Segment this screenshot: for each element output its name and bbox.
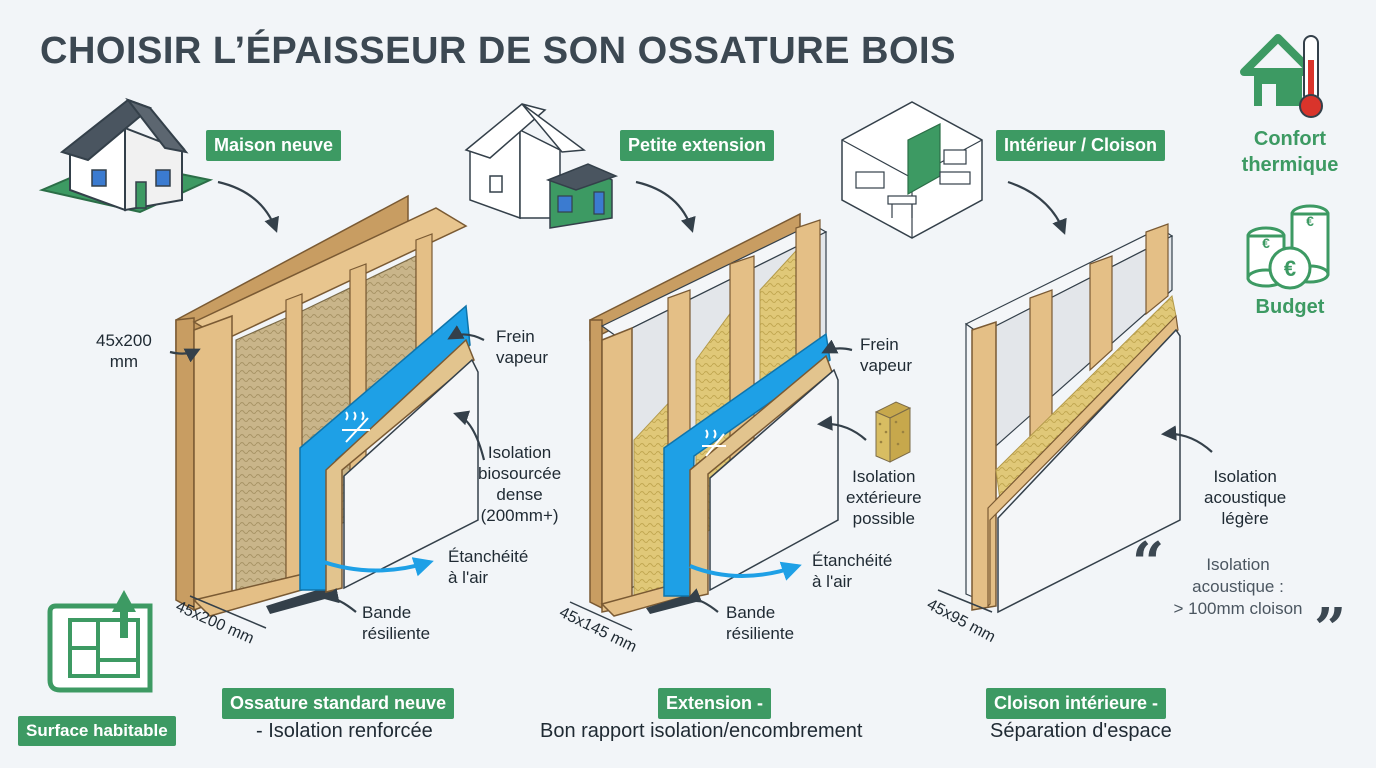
caption-sub-2: Bon rapport isolation/encombrement: [540, 720, 863, 742]
caption-sub-3: Séparation d'espace: [990, 720, 1172, 742]
label-dim-side-1: 45x200 mm: [96, 331, 152, 371]
interior-room-icon: [841, 101, 983, 239]
pointer-arrows: [169, 180, 1213, 613]
tag-petite-extension: Petite extension: [620, 130, 775, 161]
floor-plan-icon: [47, 590, 153, 693]
budget-coins-icon: € € €: [1246, 204, 1330, 290]
open-quote-icon: “: [1132, 530, 1165, 596]
label-bande-1: Bande résiliente: [362, 603, 431, 643]
label-budget: Budget: [1255, 296, 1325, 318]
wall-petite-extension: [589, 212, 912, 617]
external-insulation-sample-icon: [874, 401, 912, 463]
dimension-lines: [189, 589, 993, 631]
caption-tag-2: Extension -: [658, 688, 772, 719]
label-confort-thermique: Confort thermique: [1241, 128, 1339, 176]
tag-interieur-cloison: Intérieur / Cloison: [996, 130, 1166, 161]
caption-tag-3: Cloison intérieure -: [986, 688, 1167, 719]
svg-text:€: €: [1262, 235, 1270, 251]
label-etancheite-2: Étanchéité à l'air: [812, 551, 893, 591]
label-isolation-1: Isolation biosourcée dense (200mm+): [478, 443, 562, 525]
tag-maison-neuve: Maison neuve: [206, 130, 342, 161]
caption-tag-1: Ossature standard neuve: [222, 688, 455, 719]
thermal-comfort-icon: [1240, 34, 1323, 118]
caption-sub-1: - Isolation renforcée: [256, 720, 433, 742]
svg-text:€: €: [1284, 256, 1296, 281]
label-isolation-2: Isolation extérieure possible: [846, 467, 922, 528]
label-bande-2: Bande résiliente: [726, 603, 795, 643]
quote-text: Isolation acoustique : > 100mm cloison: [1173, 555, 1303, 618]
house-icon: [38, 97, 214, 214]
wall-maison-neuve: [175, 194, 479, 617]
svg-text:€: €: [1306, 213, 1314, 229]
tag-surface-habitable: Surface habitable: [18, 716, 176, 746]
house-extension-icon: [464, 103, 619, 229]
page-title: CHOISIR L’ÉPAISSEUR DE SON OSSATURE BOIS: [40, 30, 956, 72]
wall-cloison: [964, 223, 1181, 614]
label-frein-vapeur-1: Frein vapeur: [496, 327, 548, 367]
label-etancheite-1: Étanchéité à l'air: [448, 547, 529, 587]
close-quote-icon: ”: [1314, 596, 1347, 662]
label-isolation-3: Isolation acoustique légère: [1204, 467, 1287, 528]
label-frein-vapeur-2: Frein vapeur: [860, 335, 912, 375]
